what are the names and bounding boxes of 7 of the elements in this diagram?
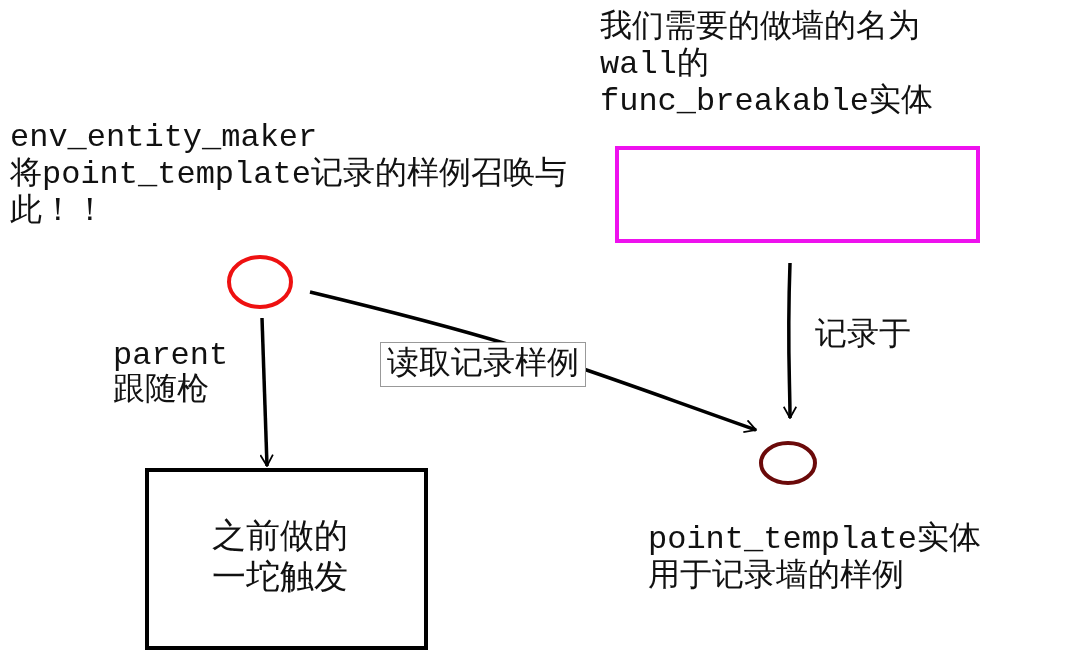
arrow (782, 262, 798, 419)
annotation-text: point_template实体用于记录墙的样例 (648, 522, 982, 596)
edge-label: 读取记录样例 (380, 342, 586, 388)
arrow (259, 317, 274, 467)
annotation-text: 我们需要的做墙的名为wall的func_breakable实体 (600, 10, 934, 121)
box-label: 之前做的一坨触发 (211, 518, 349, 600)
annotation-text: env_entity_maker 将point_template记录的样例召唤与此！！ (10, 120, 568, 231)
